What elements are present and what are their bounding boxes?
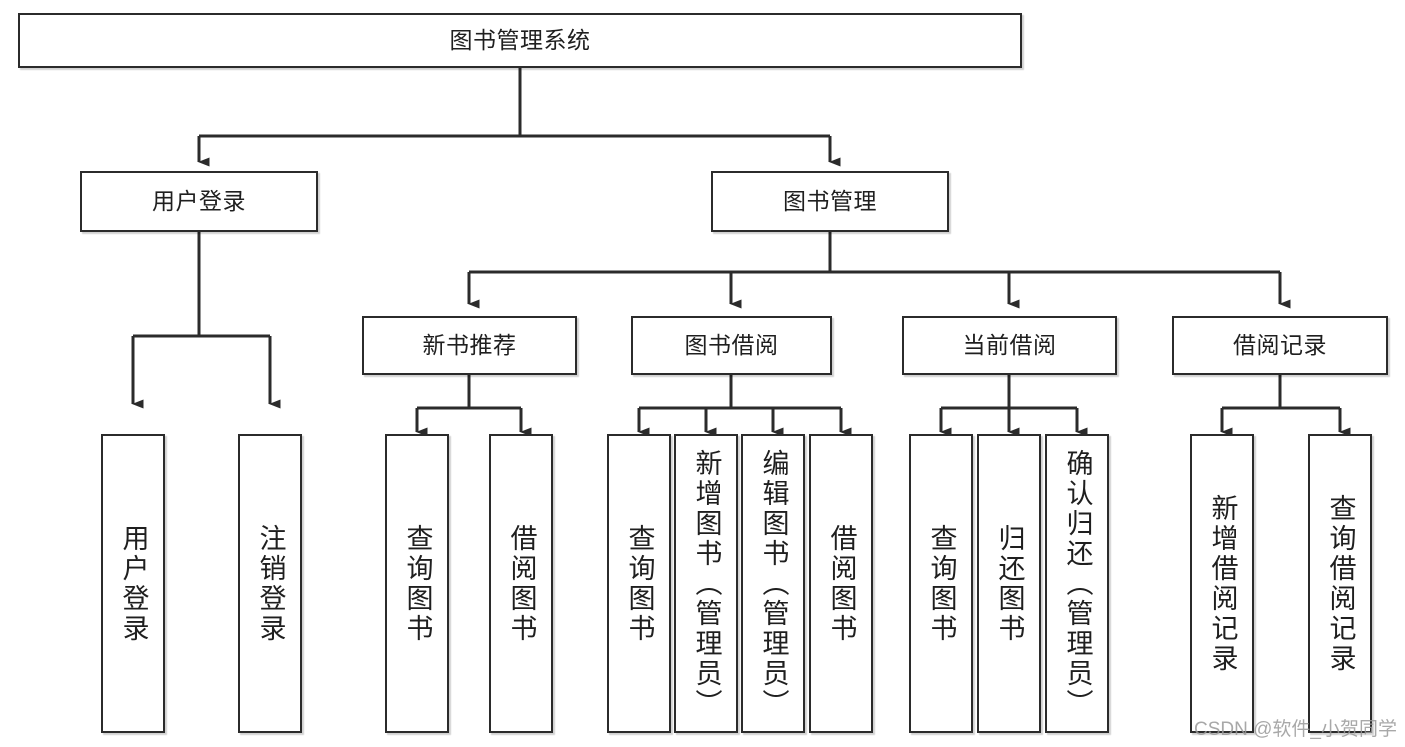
node-book-management[interactable]: 图书管理 xyxy=(711,171,949,232)
leaf-new-book-borrow[interactable]: 借阅图书 xyxy=(489,434,553,733)
leaf-user-login-login[interactable]: 用户登录 xyxy=(101,434,165,733)
node-label: 图书管理系统 xyxy=(449,26,591,53)
node-label: 用户登录 xyxy=(118,523,149,644)
node-borrow-record[interactable]: 借阅记录 xyxy=(1172,316,1388,375)
node-user-login[interactable]: 用户登录 xyxy=(80,171,318,232)
node-label: 查询图书 xyxy=(402,523,433,644)
leaf-borrow-record-add[interactable]: 新增借阅记录 xyxy=(1190,434,1254,733)
node-label: 查询借阅记录 xyxy=(1325,493,1356,674)
node-label: 借阅图书 xyxy=(826,523,857,644)
node-book-borrow[interactable]: 图书借阅 xyxy=(631,316,832,375)
leaf-book-borrow-query[interactable]: 查询图书 xyxy=(607,434,671,733)
leaf-new-book-query[interactable]: 查询图书 xyxy=(385,434,449,733)
node-label: 当前借阅 xyxy=(962,331,1057,358)
watermark-text: CSDN @软件_小贺同学 xyxy=(1194,719,1397,740)
node-label: 确认归还（管理员） xyxy=(1062,448,1093,719)
leaf-current-borrow-query[interactable]: 查询图书 xyxy=(909,434,973,733)
leaf-book-borrow-edit[interactable]: 编辑图书（管理员） xyxy=(741,434,805,733)
leaf-user-login-logout[interactable]: 注销登录 xyxy=(238,434,302,733)
leaf-book-borrow-add[interactable]: 新增图书（管理员） xyxy=(674,434,738,733)
node-label: 归还图书 xyxy=(994,523,1025,644)
leaf-borrow-record-query[interactable]: 查询借阅记录 xyxy=(1308,434,1372,733)
node-label: 借阅记录 xyxy=(1233,331,1327,358)
node-label: 新增图书（管理员） xyxy=(691,448,722,719)
node-label: 编辑图书（管理员） xyxy=(758,448,789,719)
leaf-current-borrow-return[interactable]: 归还图书 xyxy=(977,434,1041,733)
leaf-current-borrow-confirm-return[interactable]: 确认归还（管理员） xyxy=(1045,434,1109,733)
node-label: 注销登录 xyxy=(255,523,286,644)
node-label: 用户登录 xyxy=(152,187,246,214)
node-label: 查询图书 xyxy=(926,523,957,644)
node-label: 图书管理 xyxy=(783,187,877,214)
node-root-system[interactable]: 图书管理系统 xyxy=(18,13,1022,68)
node-label: 新增借阅记录 xyxy=(1207,493,1238,674)
node-current-borrow[interactable]: 当前借阅 xyxy=(902,316,1117,375)
node-label: 借阅图书 xyxy=(506,523,537,644)
node-label: 图书借阅 xyxy=(684,331,779,358)
node-new-book-recommend[interactable]: 新书推荐 xyxy=(362,316,577,375)
node-label: 新书推荐 xyxy=(422,331,517,358)
node-label: 查询图书 xyxy=(624,523,655,644)
leaf-book-borrow-borrow[interactable]: 借阅图书 xyxy=(809,434,873,733)
